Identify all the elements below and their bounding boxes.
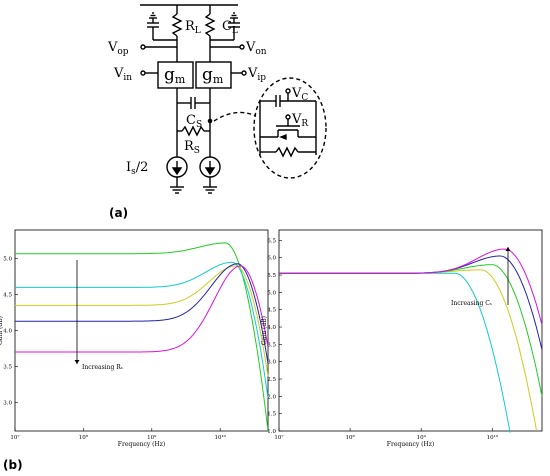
annotation-arrowhead bbox=[74, 360, 80, 364]
x-axis-label: Frequency (Hz) bbox=[118, 441, 165, 448]
x-tick-label: 10⁷ bbox=[274, 434, 284, 441]
x-tick-label: 10⁸ bbox=[345, 434, 355, 441]
y-tick-label: 5.5 bbox=[267, 273, 276, 279]
svg-text:VR: VR bbox=[291, 112, 308, 129]
y-tick-label: 4.5 bbox=[267, 308, 276, 314]
circuit-labels: RL CL Vop Von Vin Vip gm gm CS RS Is/2 V… bbox=[107, 19, 308, 220]
callout-ellipse bbox=[253, 77, 327, 179]
y-tick-label: 4.0 bbox=[267, 325, 276, 331]
svg-text:Von: Von bbox=[245, 40, 267, 57]
plot-frame bbox=[278, 229, 543, 432]
series-line-3 bbox=[279, 255, 543, 350]
callout-leader bbox=[213, 111, 257, 122]
svg-text:VC: VC bbox=[291, 86, 308, 103]
svg-text:RS: RS bbox=[184, 139, 200, 156]
plot-frame bbox=[14, 229, 269, 432]
svg-text:Is/2: Is/2 bbox=[126, 160, 148, 177]
y-tick-label: 6.5 bbox=[267, 238, 276, 244]
series-line-0 bbox=[15, 242, 269, 431]
y-tick-label: 5.0 bbox=[3, 257, 12, 263]
y-tick-label: 3.0 bbox=[267, 360, 276, 366]
chart-right: 10⁷ 10⁸ 10⁹ 10¹⁰ 1.0 1.5 2.0 2.5 3.0 3.5 4.0 4.5 5.0… bbox=[261, 229, 543, 448]
gm-block-right bbox=[195, 61, 232, 89]
series-line-3 bbox=[15, 263, 269, 364]
annotation-arrowhead bbox=[505, 247, 511, 251]
panel-label-b: (b) bbox=[3, 458, 23, 472]
gm-block-left bbox=[157, 61, 194, 89]
series-line-2 bbox=[279, 264, 543, 397]
x-tick-label: 10⁹ bbox=[417, 434, 427, 441]
y-tick-label: 5.0 bbox=[267, 290, 276, 296]
annotation-text: Increasing Cₛ bbox=[451, 300, 492, 307]
series-line-1 bbox=[279, 269, 537, 430]
y-tick-label: 2.5 bbox=[267, 377, 276, 383]
x-axis-label: Frequency (Hz) bbox=[387, 441, 434, 448]
series-line-4 bbox=[15, 265, 269, 353]
series-line-1 bbox=[15, 261, 269, 399]
load-resistor-right bbox=[204, 13, 216, 37]
series-line-4 bbox=[279, 248, 543, 326]
annotation-text: Increasing Rₛ bbox=[82, 364, 123, 371]
y-tick-label: 3.5 bbox=[3, 364, 12, 370]
svg-text:CL: CL bbox=[222, 19, 238, 36]
x-tick-label: 10¹⁰ bbox=[487, 434, 499, 441]
series-line-0 bbox=[279, 272, 511, 433]
panel-label-a: (a) bbox=[109, 206, 128, 220]
y-tick-label: 3.5 bbox=[267, 342, 276, 348]
x-tick-label: 10¹⁰ bbox=[214, 434, 226, 441]
y-tick-label: 6.0 bbox=[267, 256, 276, 262]
gm-label-right: gm bbox=[202, 65, 224, 86]
svg-text:Vip: Vip bbox=[247, 66, 266, 83]
y-tick-label: 2.0 bbox=[267, 394, 276, 400]
y-tick-label: 4.0 bbox=[3, 329, 12, 335]
y-axis-label: Gain (dB) bbox=[0, 316, 4, 345]
gm-label-left: gm bbox=[164, 65, 186, 86]
x-tick-label: 10⁹ bbox=[147, 434, 157, 441]
y-tick-label: 1.5 bbox=[267, 412, 276, 418]
y-axis-label: Gain (dB) bbox=[261, 316, 268, 345]
load-resistor-left bbox=[171, 13, 183, 37]
svg-text:RL: RL bbox=[185, 19, 201, 36]
x-tick-label: 10⁸ bbox=[79, 434, 89, 441]
y-tick-label: 1.0 bbox=[267, 429, 276, 435]
degeneration-resistor bbox=[181, 125, 205, 137]
y-tick-label: 4.5 bbox=[3, 293, 12, 299]
svg-text:CS: CS bbox=[186, 113, 202, 130]
x-tick-label: 10⁷ bbox=[10, 434, 20, 441]
y-tick-label: 3.0 bbox=[3, 400, 12, 406]
circuit-schematic bbox=[140, 4, 327, 194]
svg-text:Vin: Vin bbox=[113, 66, 132, 83]
svg-text:Vop: Vop bbox=[107, 40, 129, 57]
